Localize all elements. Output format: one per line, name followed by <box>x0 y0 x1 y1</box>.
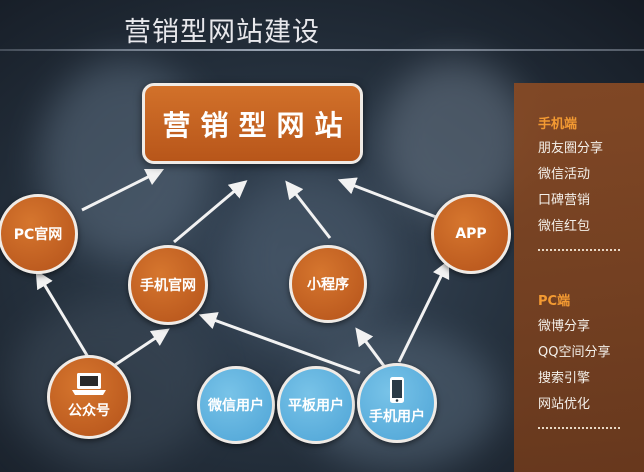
mobile-item: 朋友圈分享 <box>538 141 604 156</box>
pc-section-title: PC端 <box>538 294 571 309</box>
title-underline <box>0 49 644 51</box>
node-pc-site: PC官网 <box>0 194 78 274</box>
mobile-item: 口碑营销 <box>538 193 591 208</box>
node-mini-program-label: 小程序 <box>307 277 349 293</box>
arrow-app-to-center <box>337 177 437 219</box>
arrow-mobile-users-to-mini-program <box>355 327 386 367</box>
arrow-official-account-to-pc <box>35 270 90 358</box>
node-mini-program: 小程序 <box>289 245 367 323</box>
node-app: APP <box>431 194 511 274</box>
node-app-label: APP <box>455 226 487 242</box>
laptop-icon <box>72 372 106 395</box>
page-title: 营销型网站建设 <box>124 17 320 48</box>
pc-item: QQ空间分享 <box>538 345 611 360</box>
arrow-mini-program-to-center <box>285 180 332 239</box>
pc-ellipsis <box>538 427 620 429</box>
node-tablet-users: 平板用户 <box>277 366 355 444</box>
node-official-account-label: 公众号 <box>68 402 110 419</box>
center-box: 营销型网站 <box>142 83 363 164</box>
node-official-account: 公众号 <box>47 355 131 439</box>
center-label: 营销型网站 <box>162 108 353 142</box>
node-wechat-users-label: 微信用户 <box>208 398 264 414</box>
node-mobile-site: 手机官网 <box>128 245 208 325</box>
mobile-item: 微信红包 <box>538 219 591 234</box>
mobile-ellipsis <box>538 249 620 251</box>
node-mobile-site-label: 手机官网 <box>140 278 196 294</box>
mobile-section-title: 手机端 <box>538 117 578 132</box>
node-pc-site-label: PC官网 <box>13 227 63 243</box>
channel-panel: 手机端 朋友圈分享 微信活动 口碑营销 微信红包 PC端 微博分享 QQ空间分享… <box>514 83 644 472</box>
node-mobile-users-label: 手机用户 <box>369 409 425 425</box>
arrow-mobile-users-to-mobile-site <box>198 312 361 375</box>
phone-icon <box>390 377 404 403</box>
arrow-mobile-users-to-app <box>397 259 450 363</box>
node-wechat-users: 微信用户 <box>197 366 275 444</box>
pc-item: 微博分享 <box>538 319 591 334</box>
arrow-pc-to-center <box>81 168 165 212</box>
pc-item: 网站优化 <box>538 397 591 412</box>
node-tablet-users-label: 平板用户 <box>288 398 344 414</box>
pc-item: 搜索引擎 <box>538 371 591 386</box>
mobile-item: 微信活动 <box>538 167 591 182</box>
arrow-official-account-to-mobile-site <box>114 328 170 367</box>
arrow-mobile-site-to-center <box>173 180 248 244</box>
node-mobile-users: 手机用户 <box>357 363 437 443</box>
